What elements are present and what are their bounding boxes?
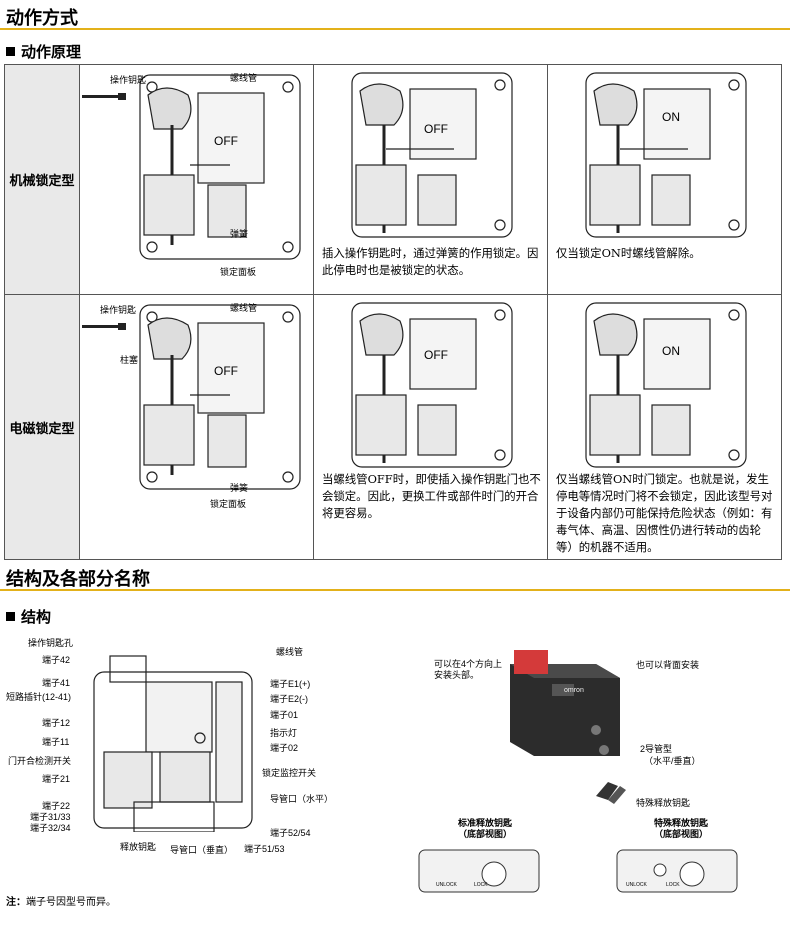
sol-state-2: OFF xyxy=(424,348,448,362)
sol-label-plunger: 柱塞 xyxy=(120,355,139,365)
footnote: 注：端子号因型号而异。 xyxy=(6,893,116,908)
struct-label-terminal-41: 端子41 xyxy=(42,678,71,688)
sol-state-1: OFF xyxy=(214,364,238,378)
sol-label-spring: 弹簧 xyxy=(230,483,249,493)
struct-label-terminal-52-54: 端子52/54 xyxy=(270,828,311,838)
brand-logo: omron xyxy=(564,687,584,694)
sol-label-lock-plate: 锁定面板 xyxy=(210,499,247,509)
sol-diagram-locked: ON 仅当螺线管ON时门锁定。也就是说，发生停电等情况时门将不会锁定，因此该型号… xyxy=(547,294,782,560)
struct-label-solenoid: 螺线管 xyxy=(276,647,304,657)
sol-state-3: ON xyxy=(662,344,680,358)
sol-caption-1: 当螺线管OFF时，即使插入操作钥匙门也不会锁定。因此，更换工件或部件时门的开合将… xyxy=(322,472,541,520)
mech-diagram-key-inserted: OFF 插入操作钥匙时，通过弹簧的作用锁定。因此停电时也是被锁定的状态。 xyxy=(313,64,548,295)
page-title: 动作方式 xyxy=(6,8,78,28)
struct-label-terminal-42: 端子42 xyxy=(42,655,71,665)
sol-switch-diagram-2: OFF xyxy=(351,302,513,468)
section-heading-principle-text: 动作原理 xyxy=(21,44,82,61)
struct-label-indicator: 指示灯 xyxy=(270,728,298,738)
special-key-bottom-view: UNLOCK LOCK xyxy=(616,849,738,893)
section-heading-structure-text: 结构 xyxy=(21,609,52,626)
mech-switch-diagram-3: ON xyxy=(585,72,747,238)
label-lock-plate: 锁定面板 xyxy=(220,267,257,277)
struct-label-conduit-vertical: 导管口（垂直） xyxy=(170,845,234,855)
struct-label-terminal-51-53: 端子51/53 xyxy=(244,844,285,854)
row-label-mechanical: 机械锁定型 xyxy=(4,64,80,295)
footnote-text: 端子号因型号而异。 xyxy=(26,897,116,908)
solenoid-state-3: ON xyxy=(662,110,680,124)
solenoid-state-2: OFF xyxy=(424,122,448,136)
view-title-standard: 标准释放钥匙 （底部视图） xyxy=(457,818,512,839)
product-label-two-conduit-sub: （水平/垂直） xyxy=(644,756,701,766)
row-label-solenoid: 电磁锁定型 xyxy=(4,294,80,560)
struct-label-terminal-12: 端子12 xyxy=(42,718,71,728)
struct-label-release-key: 释放钥匙 xyxy=(120,842,157,852)
sol-switch-diagram-3: ON xyxy=(585,302,747,468)
sol-label-solenoid: 螺线管 xyxy=(230,303,258,313)
section-heading-principle: 动作原理 xyxy=(6,41,81,62)
std-unlock-text: UNLOCK xyxy=(436,882,458,888)
mech-caption-1: 插入操作钥匙时，通过弹簧的作用锁定。因此停电时也是被锁定的状态。 xyxy=(322,246,539,277)
struct-label-terminal-32-34: 端子32/34 xyxy=(30,823,71,833)
solenoid-state-1: OFF xyxy=(214,134,238,148)
struct-label-terminal-02: 端子02 xyxy=(270,743,299,753)
struct-label-door-switch: 门开合检测开关 xyxy=(8,756,72,766)
mech-diagram-initial: OFF 操作钥匙 螺线管 弹簧 锁定面板 xyxy=(79,64,314,295)
footnote-label: 注： xyxy=(6,897,26,908)
product-label-two-conduit: 2导管型 xyxy=(640,744,673,754)
struct-label-terminal-22: 端子22 xyxy=(42,801,71,811)
mech-caption-2: 仅当锁定ON时螺线管解除。 xyxy=(556,246,701,260)
view-title-special: 特殊释放钥匙 （底部视图） xyxy=(653,818,708,839)
sol-caption-2: 仅当螺线管ON时门锁定。也就是说，发生停电等情况时门将不会锁定，因此该型号对于设… xyxy=(556,472,773,554)
special-key-photo xyxy=(596,782,626,804)
struct-label-key-hole: 操作钥匙孔 xyxy=(28,638,74,648)
label-spring: 弹簧 xyxy=(230,229,249,239)
struct-label-terminal-31-33: 端子31/33 xyxy=(30,812,71,822)
sol-switch-diagram-1: OFF xyxy=(82,304,301,490)
sp-lock-text: LOCK xyxy=(666,882,680,888)
structure-rule xyxy=(0,589,790,591)
sol-diagram-initial: OFF 操作钥匙 螺线管 柱塞 弹簧 锁定面板 xyxy=(79,294,314,560)
product-label-head: 可以在4个方向上 安装头部。 xyxy=(434,659,503,680)
section-heading-structure: 结构 xyxy=(6,606,51,627)
product-label-special-key: 特殊释放钥匙 xyxy=(636,798,691,808)
mech-diagram-released: ON 仅当锁定ON时螺线管解除。 xyxy=(547,64,782,295)
standard-key-bottom-view: UNLOCK LOCK xyxy=(418,849,540,893)
product-photo: omron xyxy=(510,650,620,756)
product-label-back-mount: 也可以背面安装 xyxy=(636,660,700,670)
structure-diagram xyxy=(93,655,253,832)
sol-diagram-key-inserted: OFF 当螺线管OFF时，即使插入操作钥匙门也不会锁定。因此，更换工件或部件时门… xyxy=(313,294,548,560)
sp-unlock-text: UNLOCK xyxy=(626,882,648,888)
label-key: 操作钥匙 xyxy=(110,75,147,85)
square-bullet-icon xyxy=(6,612,15,621)
square-bullet-icon xyxy=(6,47,15,56)
struct-label-terminal-e1: 端子E1(+) xyxy=(270,679,311,689)
std-lock-text: LOCK xyxy=(474,882,488,888)
mech-switch-diagram-2: OFF xyxy=(351,72,513,238)
struct-label-conduit-horizontal: 导管口（水平） xyxy=(270,794,334,804)
struct-label-lock-monitor: 锁定监控开关 xyxy=(262,768,317,778)
struct-label-terminal-e2: 端子E2(-) xyxy=(270,694,308,704)
title-rule xyxy=(0,28,790,30)
mech-switch-diagram-1: OFF xyxy=(82,74,301,260)
struct-label-terminal-01: 端子01 xyxy=(270,710,299,720)
label-solenoid: 螺线管 xyxy=(230,73,258,83)
struct-label-terminal-11: 端子11 xyxy=(42,737,70,747)
sol-label-key: 操作钥匙 xyxy=(100,305,137,315)
struct-label-short-pin: 短路插针(12-41) xyxy=(6,692,72,702)
principle-table: 机械锁定型 OFF 操作钥匙 螺线管 弹簧 锁定面 xyxy=(4,64,782,560)
structure-title: 结构及各部分名称 xyxy=(6,569,150,589)
struct-label-terminal-21: 端子21 xyxy=(42,774,71,784)
